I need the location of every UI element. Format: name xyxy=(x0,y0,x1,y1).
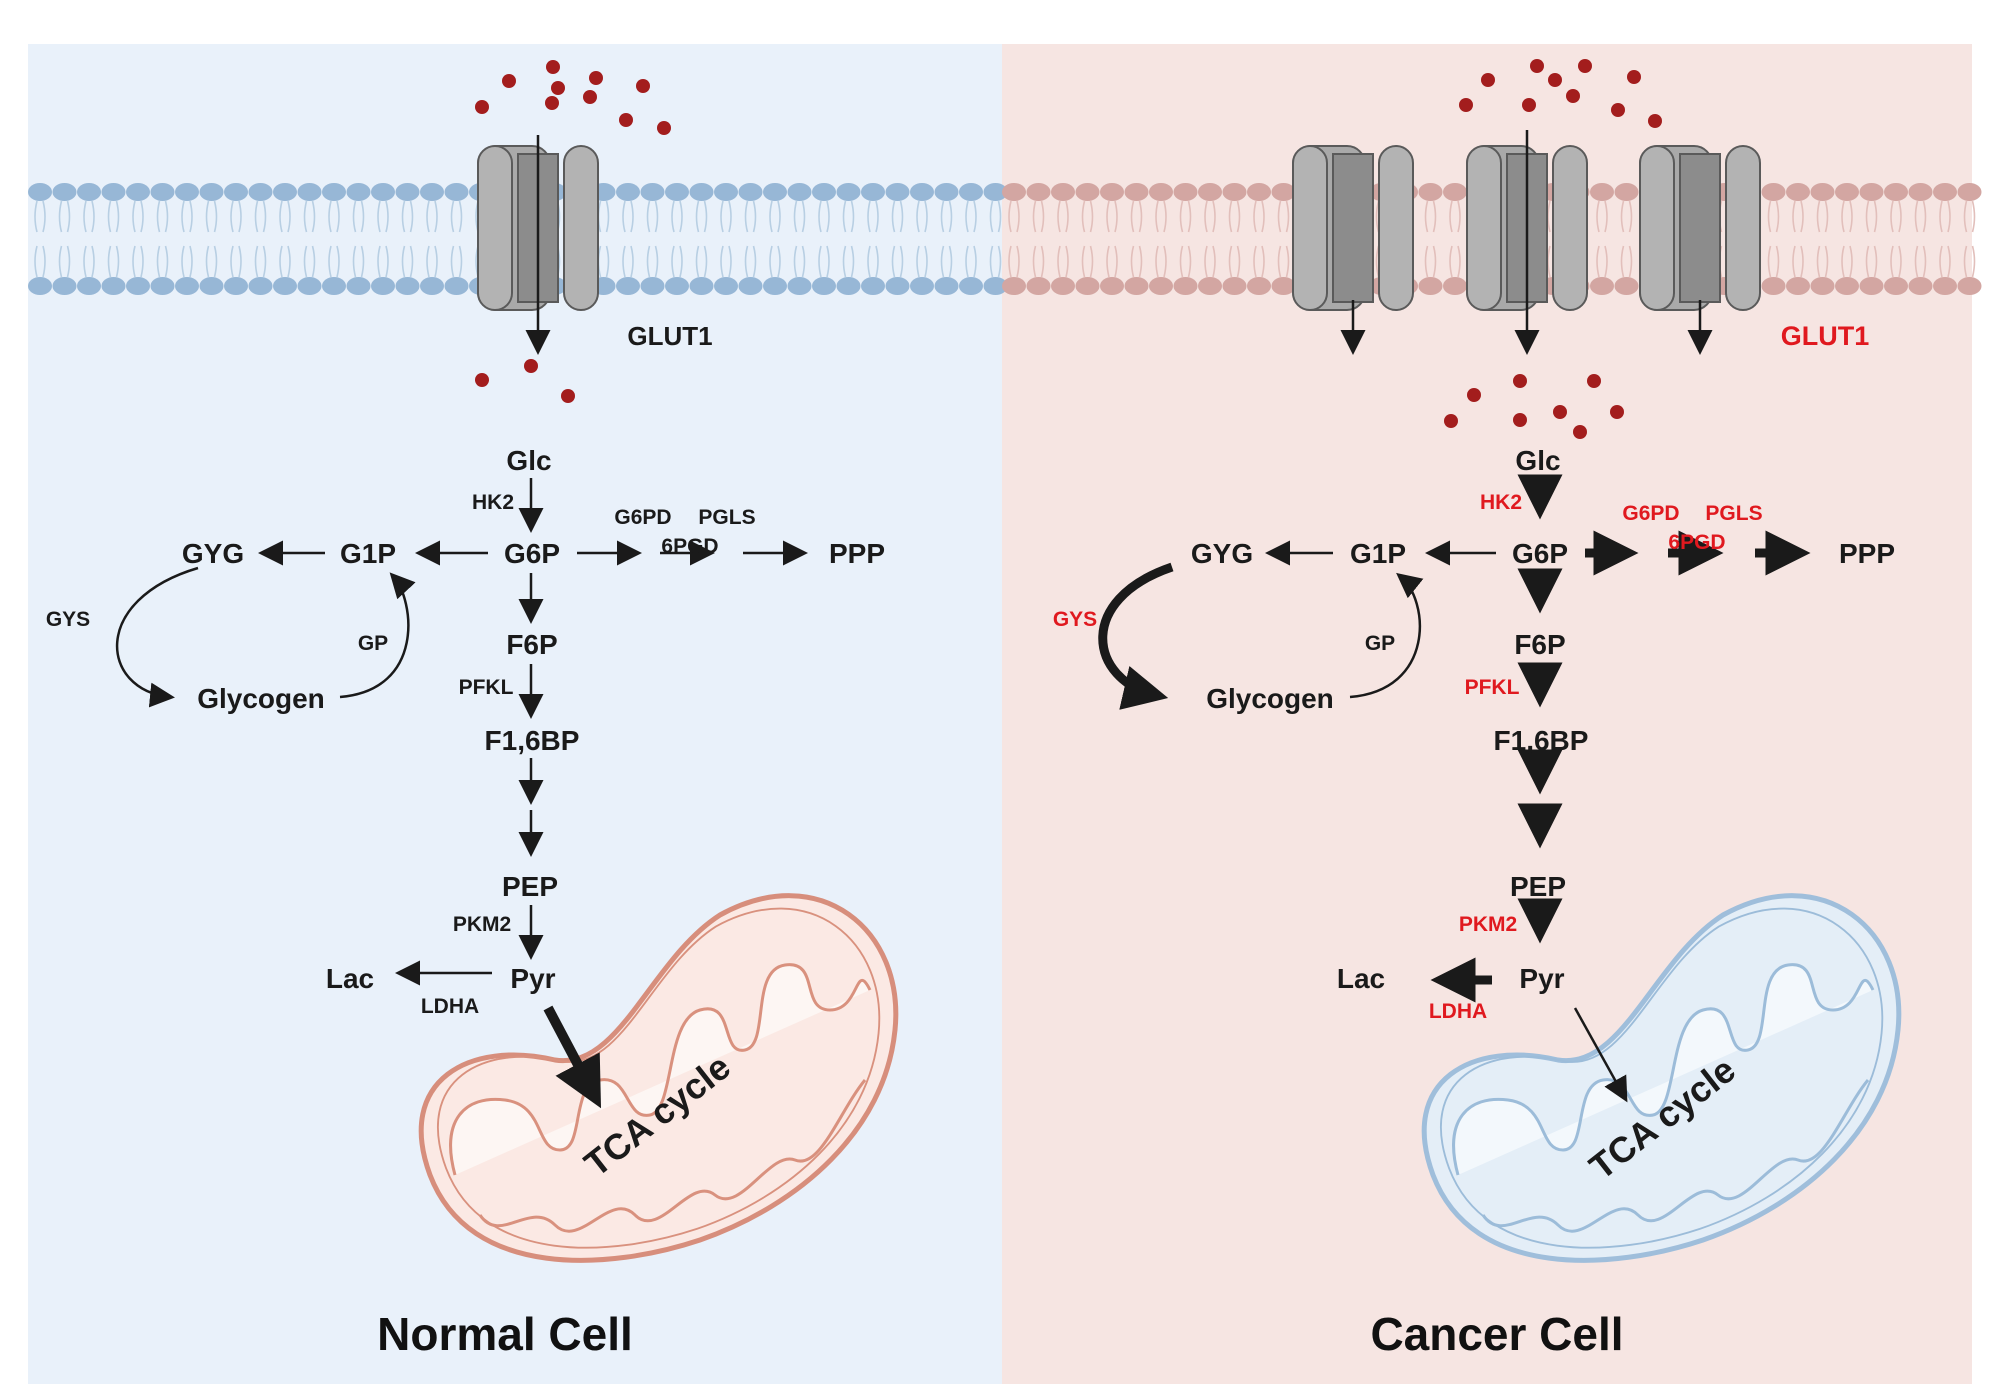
cancer-pfkl-label: PFKL xyxy=(1465,676,1520,699)
cancer-pgls-label: PGLS xyxy=(1705,502,1762,525)
normal-g6p-label: G6P xyxy=(504,538,560,569)
normal-gyg-label: GYG xyxy=(182,538,244,569)
pyr-to-tca-arrow-normal xyxy=(543,1005,602,1109)
cancer-g6p-label: G6P xyxy=(1512,538,1568,569)
normal-6pgd-label: 6PGD xyxy=(661,535,718,558)
cancer-g6pd-label: G6PD xyxy=(1622,502,1679,525)
cancer-pathway-arrows-thin xyxy=(1265,540,1628,1103)
cancer-6pgd-label: 6PGD xyxy=(1668,531,1725,554)
cancer-cell-title: Cancer Cell xyxy=(1370,1308,1623,1360)
normal-metabolite-labels: Glc G6P G1P GYG PPP F6P F1,6BP PEP Pyr L… xyxy=(182,445,885,994)
normal-f6p-label: F6P xyxy=(506,629,557,660)
normal-pep-label: PEP xyxy=(502,871,558,902)
normal-g6pd-label: G6PD xyxy=(614,506,671,529)
normal-ppp-label: PPP xyxy=(829,538,885,569)
normal-pfkl-label: PFKL xyxy=(459,676,514,699)
normal-gp-label: GP xyxy=(358,632,388,655)
normal-membrane xyxy=(28,183,1008,295)
normal-enzyme-labels: GLUT1 HK2 G6PD PGLS 6PGD GYS GP PFKL PKM… xyxy=(46,321,756,1018)
cancer-ldha-label: LDHA xyxy=(1429,1000,1487,1023)
glucose-molecules-cancer xyxy=(1444,59,1662,439)
glut1-transporter-normal xyxy=(477,145,599,311)
normal-pgls-label: PGLS xyxy=(698,506,755,529)
normal-pkm2-label: PKM2 xyxy=(453,913,511,936)
glut1-transporter-cancer-1 xyxy=(1292,145,1414,311)
cancer-pyr-label: Pyr xyxy=(1519,963,1564,994)
cancer-lac-label: Lac xyxy=(1337,963,1385,994)
cancer-enzyme-labels: GLUT1 HK2 G6PD PGLS 6PGD GYS GP PFKL PKM… xyxy=(1053,321,1869,1023)
cancer-glut1-label: GLUT1 xyxy=(1781,321,1870,351)
cancer-gp-label: GP xyxy=(1365,632,1395,655)
cancer-pep-label: PEP xyxy=(1510,871,1566,902)
normal-pathway-arrows xyxy=(115,478,808,986)
cancer-g1p-label: G1P xyxy=(1350,538,1406,569)
normal-gys-label: GYS xyxy=(46,608,90,631)
normal-f16bp-label: F1,6BP xyxy=(485,725,580,756)
normal-ldha-label: LDHA xyxy=(421,995,479,1018)
cancer-gyg-label: GYG xyxy=(1191,538,1253,569)
normal-g1p-label: G1P xyxy=(340,538,396,569)
cancer-f16bp-label: F1,6BP xyxy=(1494,725,1589,756)
normal-hk2-label: HK2 xyxy=(472,491,514,514)
cancer-glycogen-label: Glycogen xyxy=(1206,683,1334,714)
normal-glycogen-label: Glycogen xyxy=(197,683,325,714)
cancer-pkm2-label: PKM2 xyxy=(1459,913,1517,936)
normal-glc-label: Glc xyxy=(506,445,551,476)
normal-pyr-label: Pyr xyxy=(510,963,555,994)
cancer-ppp-label: PPP xyxy=(1839,538,1895,569)
mitochondrion-normal xyxy=(418,893,899,1263)
cancer-gys-label: GYS xyxy=(1053,608,1097,631)
cancer-glc-label: Glc xyxy=(1515,445,1560,476)
cancer-metabolite-labels: Glc G6P G1P GYG PPP F6P F1,6BP PEP Pyr L… xyxy=(1191,445,1895,994)
normal-cell-title: Normal Cell xyxy=(377,1308,633,1360)
normal-glut1-label: GLUT1 xyxy=(627,321,712,351)
glut1-transporter-cancer-3 xyxy=(1639,145,1761,311)
normal-lac-label: Lac xyxy=(326,963,374,994)
cancer-f6p-label: F6P xyxy=(1514,629,1565,660)
glucose-molecules-normal xyxy=(475,60,671,403)
cancer-hk2-label: HK2 xyxy=(1480,491,1522,514)
mitochondrion-cancer xyxy=(1421,893,1902,1263)
cancer-pathway-arrows-thick xyxy=(1098,474,1811,1003)
